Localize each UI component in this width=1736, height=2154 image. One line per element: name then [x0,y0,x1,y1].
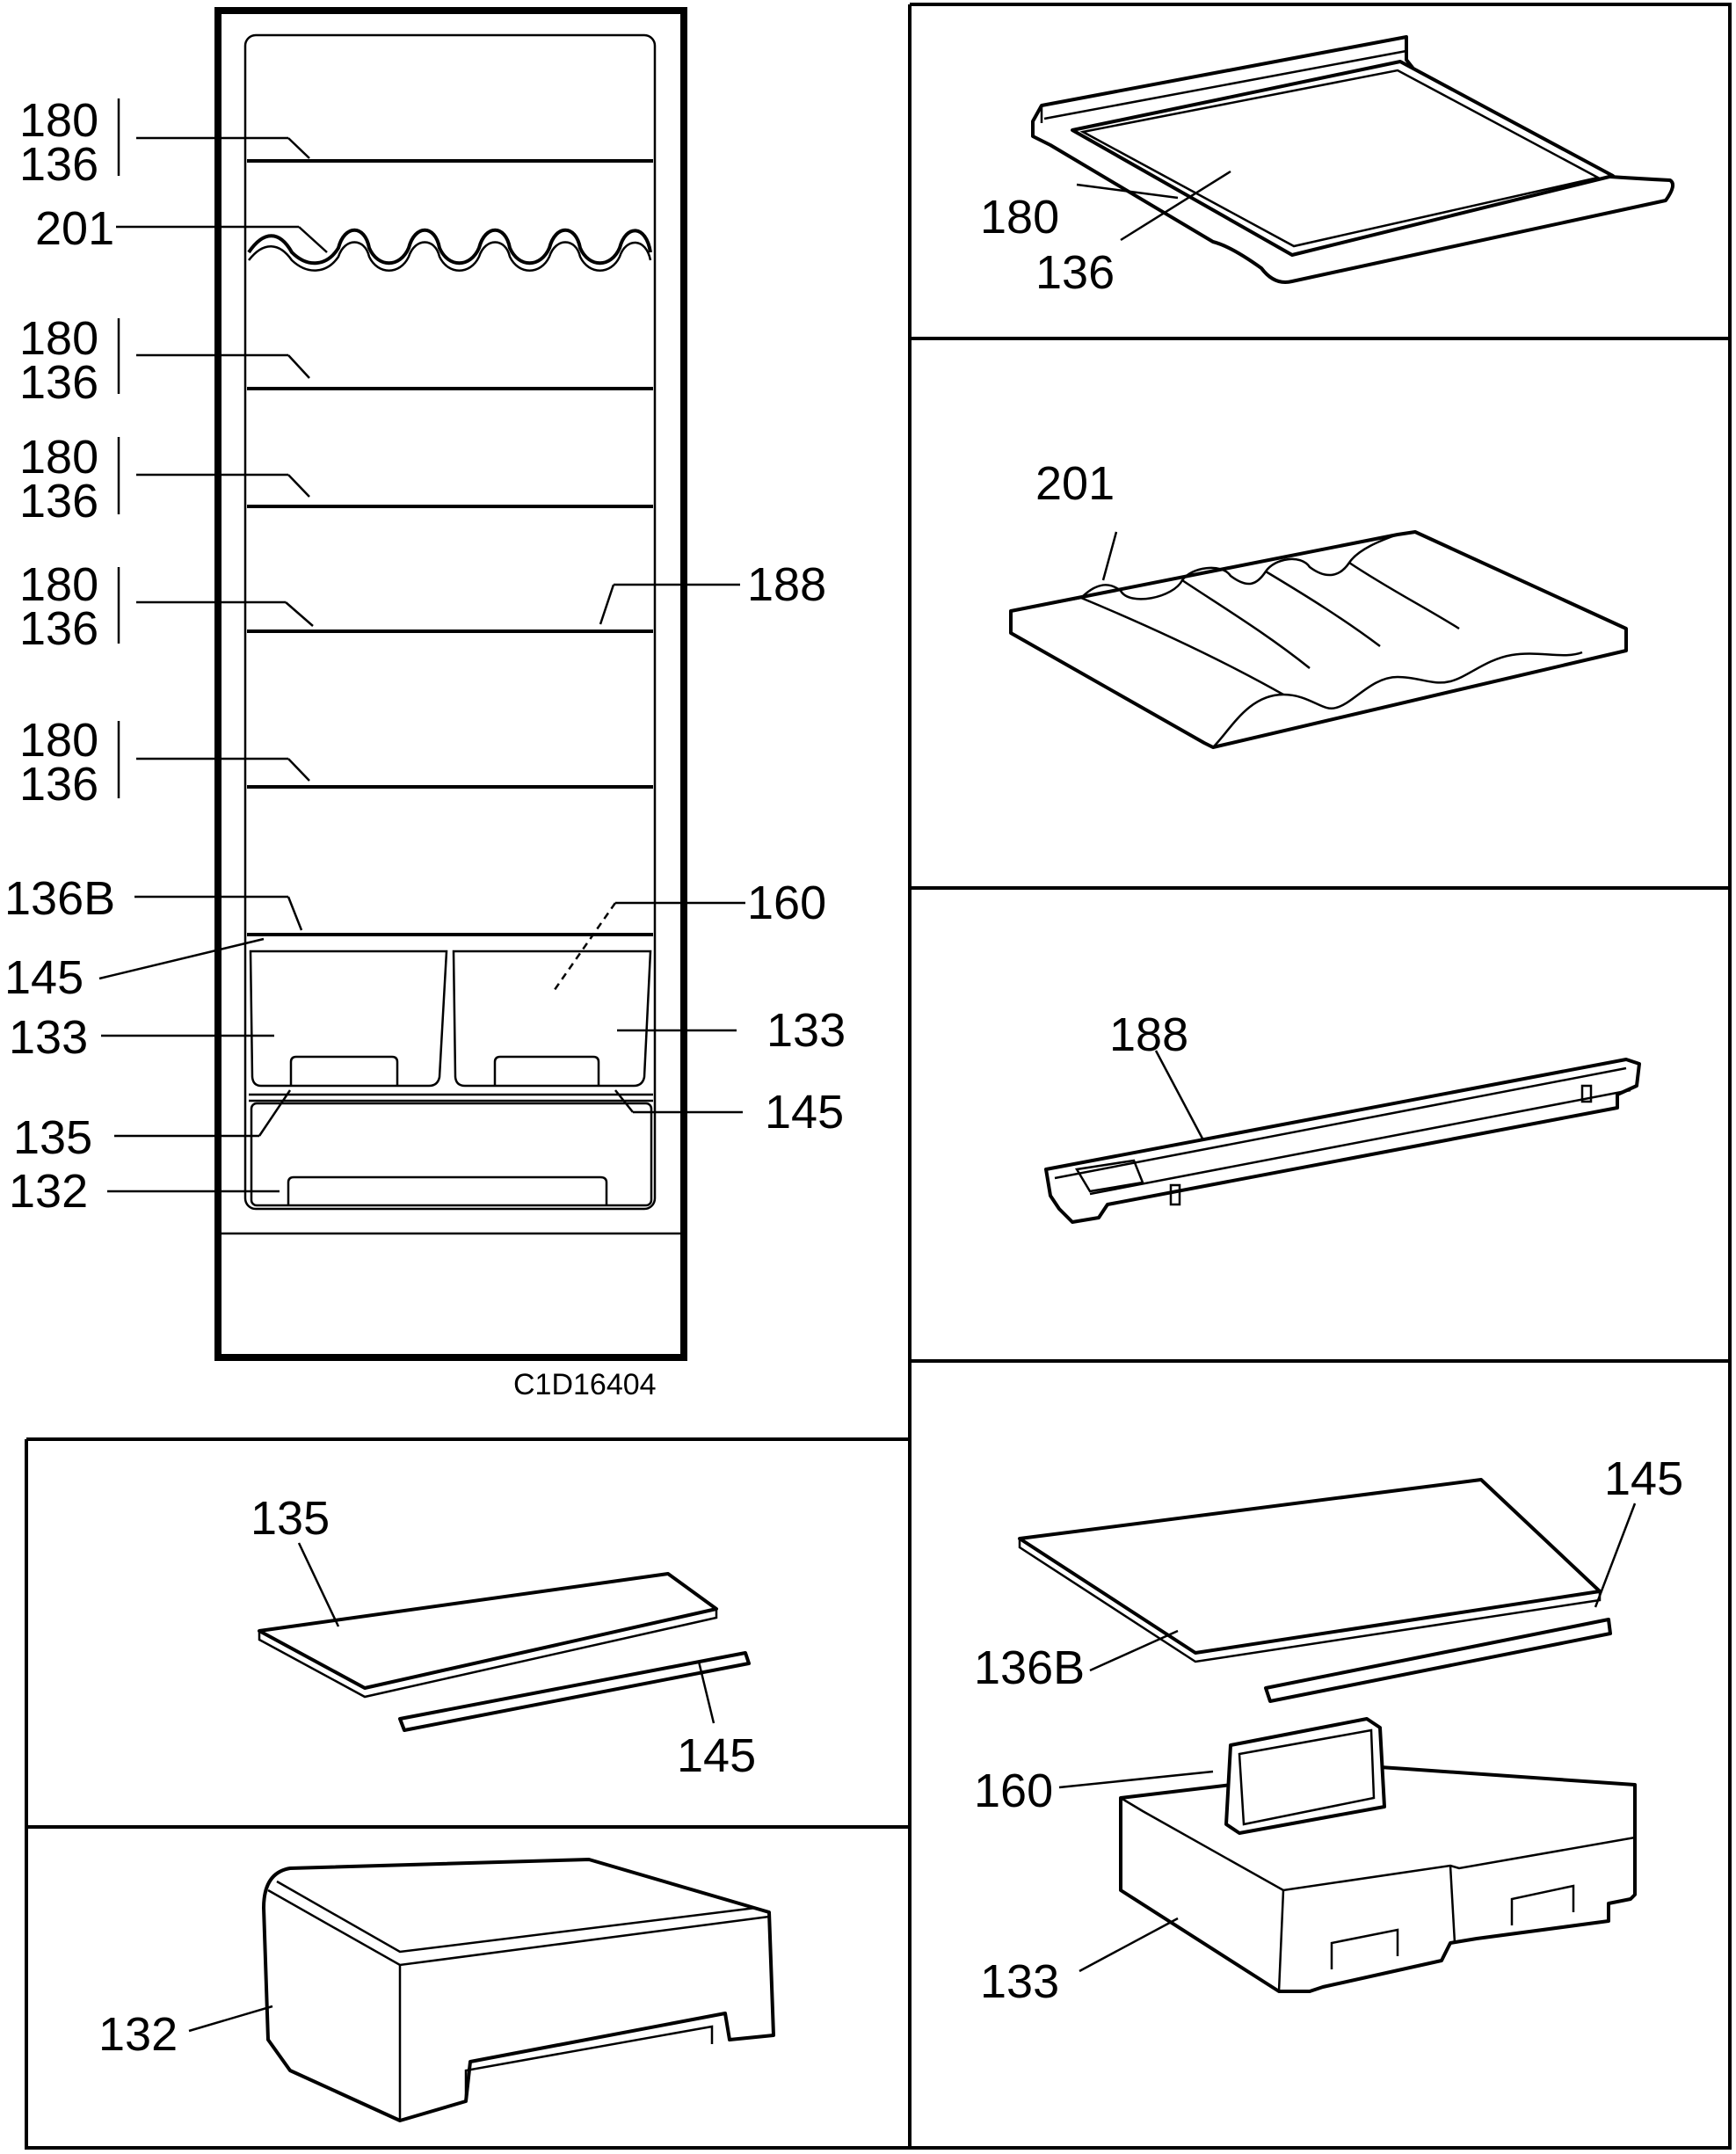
cabinet-front-view: C1D16404 [214,7,687,1401]
crisper-right-front [452,950,652,1088]
label-136-shelf-5: 136 [19,758,98,811]
label-132-drawer-detail: 132 [98,2008,178,2061]
cover-glass-136b [1018,1478,1602,1655]
label-132-drawer: 132 [9,1165,88,1218]
label-136b-cover-detail: 136B [974,1641,1085,1694]
label-180-frame: 180 [980,191,1059,244]
panel-bottle-rack: 201 [1009,457,1628,749]
label-136-glass: 136 [1035,246,1115,299]
label-180-shelf-1: 180 [19,94,98,147]
label-145-strip-left: 145 [4,951,84,1004]
drawer-front [250,1102,653,1207]
label-180-shelf-2: 180 [19,312,98,365]
shelf-guide [1044,1058,1641,1224]
label-133-crisper-right: 133 [766,1004,846,1057]
label-136b-cover: 136B [4,872,115,925]
panel-shelf-guide: 188 [1044,1008,1641,1224]
label-133-crisper-detail: 133 [980,1955,1059,2008]
label-180-shelf-4: 180 [19,558,98,611]
panel-glass-shelf: 180 136 [980,35,1675,299]
label-135-glass-detail: 135 [251,1492,330,1545]
panel-drawer: 132 [98,1858,775,2122]
drawing-code: C1D16404 [513,1368,657,1401]
label-145-strip-detail: 145 [1604,1452,1683,1505]
label-160-divider: 160 [747,877,826,929]
panel-borders [25,3,1732,2150]
label-180-shelf-5: 180 [19,714,98,767]
label-135-glass: 135 [13,1111,92,1164]
strip-145 [398,1651,751,1732]
panel-cover-glass: 135 145 [251,1492,756,1782]
label-145-strip-small: 145 [677,1729,756,1782]
bottle-rack-outline [247,229,652,266]
trim-strip-145 [1264,1618,1612,1703]
panel-crisper-set: 145 136B 160 133 [974,1452,1683,2008]
label-145-strip-right: 145 [765,1086,844,1139]
label-136-shelf-2: 136 [19,356,98,409]
bottle-rack [1009,530,1628,749]
label-201-rack: 201 [35,202,114,255]
drawer-132 [262,1858,775,2122]
label-160-divider-detail: 160 [974,1765,1053,1817]
label-133-crisper-left: 133 [9,1011,88,1064]
label-188-guide-detail: 188 [1109,1008,1188,1061]
crisper-left-front [249,950,448,1088]
label-136-shelf-1: 136 [19,138,98,191]
label-201-rack-detail: 201 [1035,457,1115,510]
label-136-shelf-4: 136 [19,602,98,655]
cabinet-leaders [98,98,745,1193]
label-188-guide: 188 [747,558,826,611]
label-136-shelf-3: 136 [19,475,98,528]
cabinet-labels: 180 136 201 180 136 180 136 180 136 188 … [4,94,846,1218]
label-180-shelf-3: 180 [19,431,98,484]
